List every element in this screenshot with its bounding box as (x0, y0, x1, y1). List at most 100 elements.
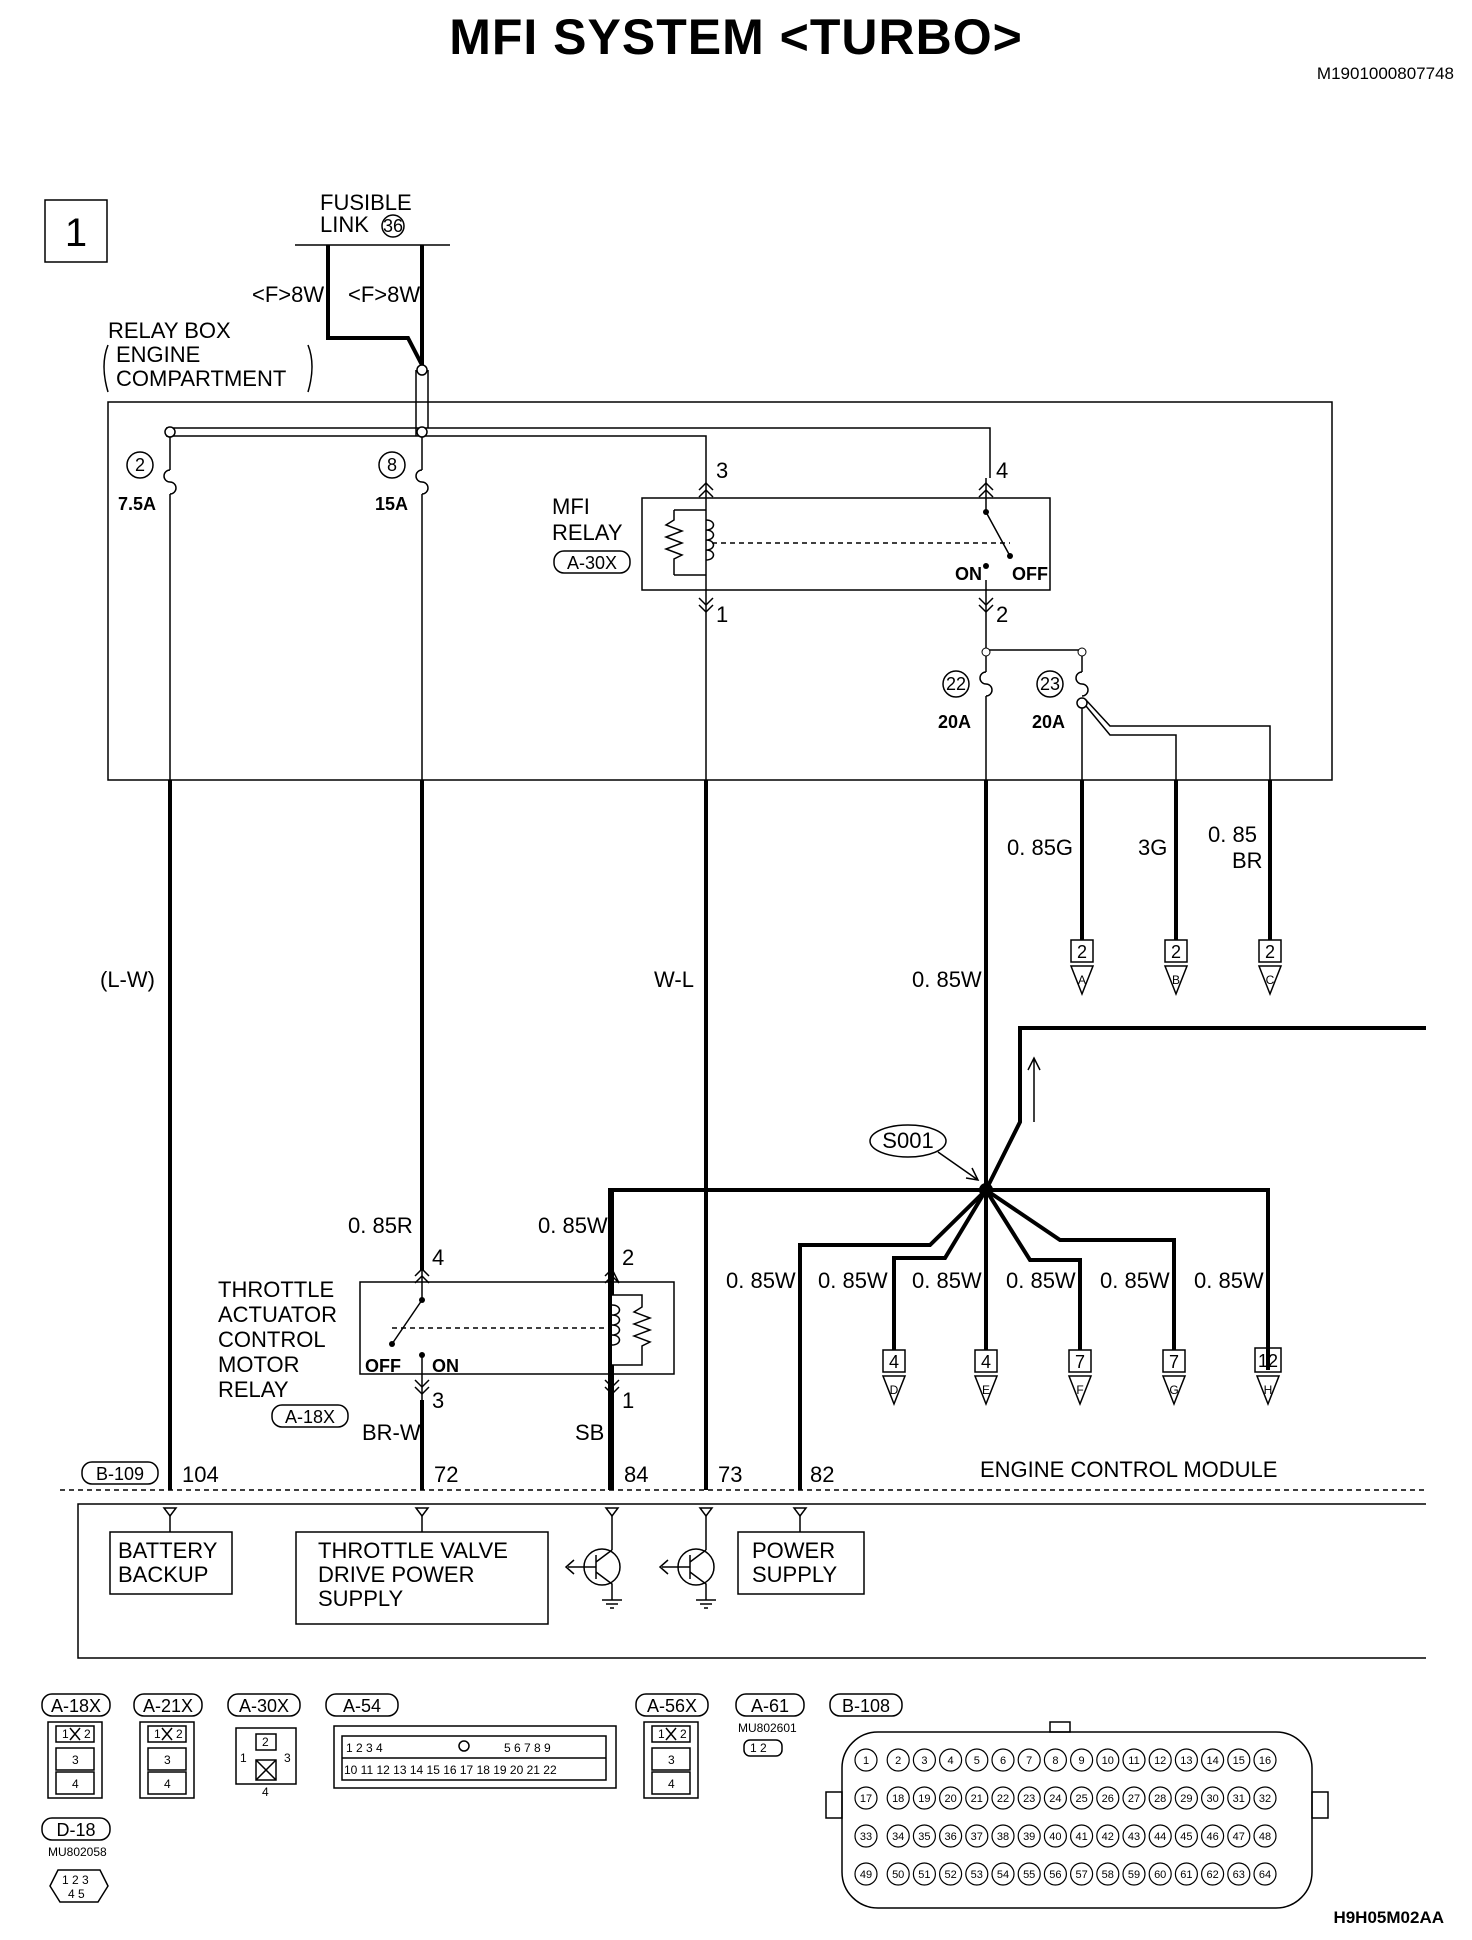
svg-text:D-18: D-18 (56, 1820, 95, 1840)
mfi-relay-label-2: RELAY (552, 520, 623, 545)
b108-pin-number: 23 (1023, 1793, 1035, 1805)
b108-pin (965, 1824, 989, 1848)
svg-text:2: 2 (1265, 942, 1275, 962)
svg-text:2: 2 (1171, 942, 1181, 962)
svg-text:5 6 7 8 9: 5 6 7 8 9 (504, 1741, 551, 1755)
b108-pin (1122, 1862, 1146, 1886)
b108-pin-number: 58 (1102, 1869, 1114, 1881)
offpage-connector-g: 7 G (1161, 1349, 1187, 1407)
b108-pin-number: 39 (1023, 1831, 1035, 1843)
b108-pin-number: 50 (892, 1869, 904, 1881)
b108-pin-number: 47 (1233, 1831, 1245, 1843)
b108-pin-number: 60 (1154, 1869, 1166, 1881)
wire-085w-relay: 0. 85W (538, 1213, 608, 1238)
tac-relay (359, 1281, 675, 1375)
svg-text:4: 4 (889, 1352, 899, 1372)
b108-pin (965, 1862, 989, 1886)
transistor-icon (564, 1548, 622, 1609)
fuse-2-number: 2 (135, 455, 145, 475)
b108-pin-number: 55 (1023, 1869, 1035, 1881)
power-supply-label-1: POWER (752, 1538, 835, 1563)
svg-text:4: 4 (164, 1777, 171, 1791)
mfi-pin-1: 1 (716, 602, 728, 627)
svg-text:F: F (1076, 1383, 1083, 1397)
svg-text:2: 2 (84, 1727, 91, 1741)
ecm-connector: B-109 (96, 1464, 144, 1484)
svg-text:1: 1 (62, 1727, 69, 1741)
svg-text:A-54: A-54 (343, 1696, 381, 1716)
b108-pin-number: 7 (1026, 1755, 1032, 1767)
b108-pin-number: 42 (1102, 1831, 1114, 1843)
tac-relay-label-1: THROTTLE (218, 1277, 334, 1302)
offpage-connector-b: 2 B (1163, 939, 1189, 997)
connector-a54: A-54 1 2 3 4 5 6 7 8 9 10 11 12 13 14 15… (325, 1693, 617, 1789)
b108-pin (1148, 1862, 1172, 1886)
wire-085w-2: 0. 85W (818, 1268, 888, 1293)
b108-pin (1043, 1748, 1068, 1772)
svg-text:MU802058: MU802058 (48, 1845, 107, 1859)
b108-pin (1227, 1862, 1251, 1886)
throttle-supply-label-1: THROTTLE VALVE (318, 1538, 508, 1563)
b108-pin-number: 25 (1075, 1793, 1087, 1805)
b108-pin (1174, 1786, 1199, 1810)
connector-a18x: A-18X 1 2 3 4 (41, 1693, 111, 1799)
wire-085br: 0. 85 (1208, 822, 1257, 847)
b108-pin (1122, 1824, 1146, 1848)
b108-pin (886, 1786, 910, 1810)
svg-text:3: 3 (72, 1753, 79, 1767)
svg-text:4: 4 (72, 1777, 79, 1791)
svg-text:A-61: A-61 (751, 1696, 789, 1716)
b108-pin-number: 1 (863, 1755, 869, 1767)
ecm-box (77, 1503, 1426, 1659)
b108-pin (1200, 1748, 1225, 1772)
ecm-label: ENGINE CONTROL MODULE (980, 1457, 1277, 1482)
wire-wl: W-L (654, 967, 694, 992)
svg-text:A-21X: A-21X (143, 1696, 193, 1716)
fuse-23-number: 23 (1040, 674, 1060, 694)
b108-pin (1253, 1862, 1277, 1886)
b108-pin (938, 1862, 963, 1886)
b108-pin (1174, 1748, 1199, 1772)
ecm-pin-84: 84 (624, 1462, 648, 1487)
b108-pin (1017, 1748, 1041, 1772)
fuse-22-rating: 20A (938, 712, 971, 732)
tac-relay-label-5: RELAY (218, 1377, 289, 1402)
wire-lw: (L-W) (100, 967, 155, 992)
b108-pin (991, 1824, 1015, 1848)
b108-pin (1096, 1786, 1120, 1810)
b108-pin-number: 5 (974, 1755, 980, 1767)
b108-pin-number: 53 (971, 1869, 983, 1881)
b108-pin (1096, 1862, 1120, 1886)
mfi-relay-label: MFI (552, 494, 590, 519)
b108-pin (912, 1748, 937, 1772)
svg-text:10 11 12 13 14 15 16 17 18 19: 10 11 12 13 14 15 16 17 18 19 20 21 22 (344, 1763, 557, 1777)
b108-pin-number: 38 (997, 1831, 1009, 1843)
svg-text:A-18X: A-18X (51, 1696, 101, 1716)
tac-relay-label-2: ACTUATOR (218, 1302, 337, 1327)
svg-text:4: 4 (981, 1352, 991, 1372)
b108-pin (1069, 1862, 1094, 1886)
b108-pin (938, 1748, 963, 1772)
page-title: MFI SYSTEM <TURBO> (449, 9, 1023, 65)
b108-pin-number: 10 (1102, 1755, 1114, 1767)
b108-pin (1227, 1748, 1251, 1772)
b108-pin (1043, 1824, 1068, 1848)
wire-085r: 0. 85R (348, 1213, 413, 1238)
splice-node-icon (979, 1183, 993, 1197)
ecm-pin-104: 104 (182, 1462, 219, 1487)
b108-pin-number: 44 (1154, 1831, 1166, 1843)
mfi-relay (641, 497, 1051, 591)
page-number-box (44, 199, 108, 263)
wire-sb: SB (575, 1420, 604, 1445)
b108-pin-number: 63 (1233, 1869, 1245, 1881)
b108-pin (991, 1862, 1015, 1886)
ecm-pin-82: 82 (810, 1462, 834, 1487)
b108-pin-number: 4 (948, 1755, 954, 1767)
offpage-connector-e: 4 E (973, 1349, 999, 1407)
b108-pin (1069, 1748, 1094, 1772)
b108-pin-number: 30 (1206, 1793, 1218, 1805)
connector-a61: A-61 MU802601 1 2 (735, 1693, 805, 1757)
b108-pin (912, 1786, 937, 1810)
